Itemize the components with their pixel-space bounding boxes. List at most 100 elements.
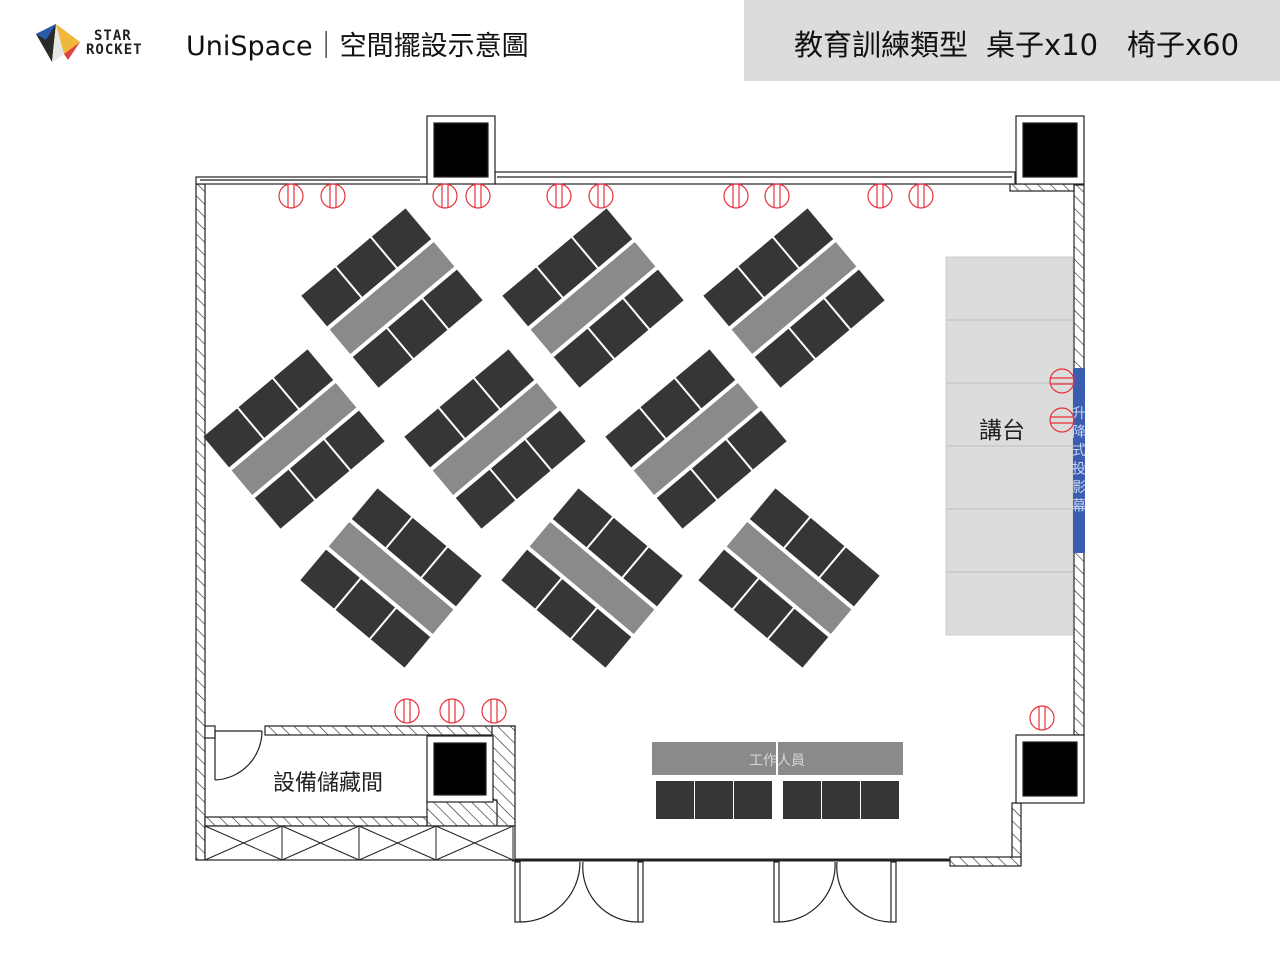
staff-label: 工作人員 — [749, 753, 805, 769]
chair — [738, 237, 798, 297]
power-outlet-icon — [278, 183, 304, 209]
staff-chair — [695, 781, 733, 819]
chair — [698, 549, 758, 609]
power-outlet-icon — [764, 183, 790, 209]
table-cluster — [301, 208, 483, 388]
chair — [785, 517, 845, 577]
table — [731, 242, 857, 354]
staff-table — [652, 742, 776, 775]
chair — [335, 579, 395, 639]
chair — [537, 237, 597, 297]
screen-label-char: 幕 — [1072, 499, 1086, 515]
chair — [404, 408, 464, 468]
chair — [455, 469, 516, 529]
screen-label-char: 降 — [1072, 425, 1086, 441]
chair — [388, 299, 448, 359]
staff-area: 工作人員 — [652, 742, 903, 819]
chair — [589, 299, 649, 359]
power-outlet-icon — [908, 183, 934, 209]
chair — [572, 208, 633, 268]
screen-label-char: 投 — [1072, 462, 1086, 478]
power-outlet-icon — [481, 698, 507, 724]
chair — [773, 208, 834, 268]
table — [231, 383, 357, 495]
power-outlet-icon — [432, 183, 458, 209]
power-outlet-icon — [723, 183, 749, 209]
chair — [640, 378, 700, 438]
chair — [300, 549, 360, 609]
staff-chair — [861, 781, 899, 819]
chair — [371, 208, 432, 268]
table-cluster — [404, 349, 586, 529]
chair — [474, 349, 535, 409]
chair — [733, 579, 793, 639]
staff-chair — [822, 781, 860, 819]
table-clusters — [203, 208, 885, 668]
table-cluster — [300, 488, 482, 668]
chair — [552, 488, 613, 548]
chair — [238, 378, 298, 438]
power-outlet-icon — [588, 183, 614, 209]
power-outlet-icon — [546, 183, 572, 209]
chair — [387, 517, 447, 577]
chair — [336, 237, 396, 297]
chair — [790, 299, 850, 359]
chair — [754, 328, 815, 388]
stage-label: 講台 — [979, 418, 1025, 444]
chair — [749, 488, 810, 548]
chair — [825, 269, 885, 329]
table-cluster — [703, 208, 885, 388]
staff-chair — [656, 781, 694, 819]
layout-type: 教育訓練類型 — [794, 28, 969, 62]
walls — [195, 115, 1085, 923]
staff-table — [778, 742, 903, 775]
storage-shelving — [204, 825, 514, 861]
chair — [422, 547, 482, 607]
screen-label-char: 影 — [1072, 480, 1086, 496]
star-rocket-logo — [34, 22, 82, 68]
chair — [623, 547, 683, 607]
chair — [526, 410, 586, 470]
chair — [301, 267, 361, 327]
power-outlet-icon — [1029, 705, 1055, 731]
chair — [553, 328, 614, 388]
chair — [571, 608, 632, 668]
power-outlet-icon — [465, 183, 491, 209]
chair — [502, 267, 562, 327]
chair — [656, 469, 717, 529]
screen-label-char: 升 — [1072, 406, 1086, 422]
power-outlet-icon — [394, 698, 420, 724]
power-outlet-icon — [320, 183, 346, 209]
chair — [588, 517, 648, 577]
power-outlet-icon — [1049, 368, 1075, 394]
staff-chair — [783, 781, 821, 819]
table-count: 桌子x10 — [986, 28, 1099, 62]
table — [328, 522, 454, 634]
outlets — [278, 183, 1075, 731]
table-cluster — [501, 488, 683, 668]
table — [530, 242, 656, 354]
chair — [536, 579, 596, 639]
chair — [290, 440, 350, 500]
brand-text: STAR ROCKET — [86, 29, 143, 57]
chair — [491, 440, 551, 500]
table — [529, 522, 655, 634]
chair — [351, 488, 412, 548]
chair — [624, 269, 684, 329]
page-title: UniSpace｜空間擺設示意圖 — [186, 31, 529, 62]
chair — [439, 378, 499, 438]
brand-line2: ROCKET — [86, 42, 143, 58]
stage-panel-lines — [946, 319, 1073, 573]
chair — [273, 349, 334, 409]
power-outlet-icon — [1049, 407, 1075, 433]
chair — [501, 549, 561, 609]
table — [329, 242, 455, 354]
table — [633, 383, 759, 495]
table — [726, 522, 852, 634]
chair — [605, 408, 665, 468]
screen-label-char: 式 — [1072, 443, 1086, 459]
chair — [203, 408, 263, 468]
layout-summary-panel: 教育訓練類型 桌子x10 椅子x60 — [744, 0, 1280, 81]
table-cluster — [203, 349, 385, 529]
